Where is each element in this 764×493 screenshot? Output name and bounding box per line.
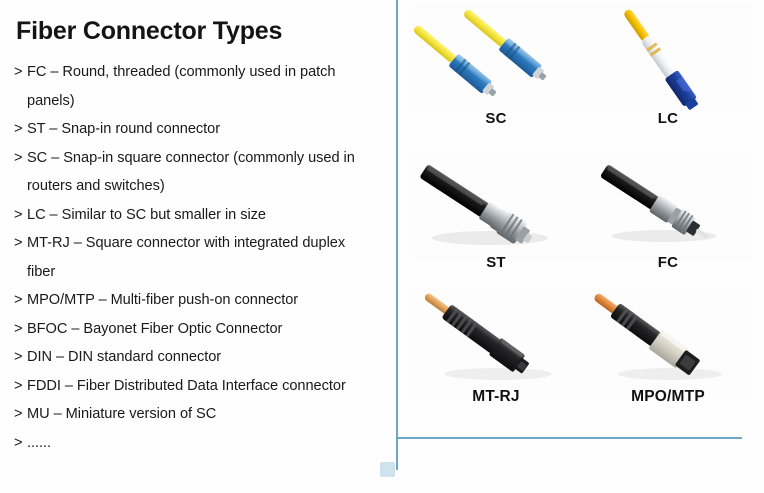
- connector-label: LC: [657, 110, 679, 127]
- decorative-square: [380, 462, 395, 477]
- list-item: > DIN – DIN standard connector: [14, 343, 376, 372]
- mtrj-connector-photo: [410, 288, 582, 400]
- bullet-marker-icon: >: [14, 292, 23, 308]
- decorative-horizontal-rule: [397, 437, 742, 439]
- list-item-label: FC – Round, threaded (commonly used in p…: [27, 64, 336, 109]
- bullet-marker-icon: >: [14, 434, 23, 451]
- list-item: > BFOC – Bayonet Fiber Optic Connector: [14, 315, 376, 344]
- connector-label: MT-RJ: [472, 388, 520, 405]
- list-item: > ......: [14, 429, 376, 458]
- bullet-marker-icon: >: [14, 320, 23, 337]
- bullet-marker-icon: >: [14, 235, 23, 251]
- connector-image-panel: SC: [380, 0, 764, 493]
- connector-cell-mpo: MPO/MTP: [582, 288, 754, 434]
- connector-cell-st: ST: [410, 150, 582, 296]
- list-item: > MT-RJ – Square connector with integrat…: [14, 229, 376, 286]
- fc-connector-photo: [582, 150, 754, 262]
- list-item: > SC – Snap-in square connector (commonl…: [14, 144, 376, 201]
- connector-cell-lc: LC: [582, 2, 754, 148]
- list-item-label: LC – Similar to SC but smaller in size: [27, 206, 266, 223]
- bullet-marker-icon: >: [14, 121, 23, 137]
- connector-label: ST: [486, 254, 506, 271]
- lc-connector-photo: [582, 2, 754, 114]
- connector-cell-fc: FC: [582, 150, 754, 296]
- connector-cell-sc: SC: [410, 2, 582, 148]
- list-item-label: ST – Snap-in round connector: [27, 121, 221, 137]
- list-item-label: MPO/MTP – Multi-fiber push-on connector: [27, 292, 299, 308]
- list-item-label: BFOC – Bayonet Fiber Optic Connector: [27, 320, 283, 337]
- connector-grid: SC: [402, 0, 760, 437]
- connector-cell-mtrj: MT-RJ: [410, 288, 582, 434]
- bullet-marker-icon: >: [14, 64, 23, 80]
- list-item: > MPO/MTP – Multi-fiber push-on connecto…: [14, 286, 376, 315]
- list-item-label: FDDI – Fiber Distributed Data Interface …: [27, 377, 346, 394]
- mpo-connector-photo: [582, 288, 754, 400]
- list-item-label: MU – Miniature version of SC: [27, 406, 217, 422]
- bullet-marker-icon: >: [14, 377, 23, 394]
- connector-bullet-list: > FC – Round, threaded (commonly used in…: [14, 58, 376, 457]
- list-item-label: SC – Snap-in square connector (commonly …: [27, 149, 355, 195]
- bullet-marker-icon: >: [14, 349, 23, 365]
- page-title: Fiber Connector Types: [16, 17, 283, 45]
- connector-label: SC: [485, 110, 507, 127]
- decorative-vertical-rule: [396, 0, 398, 470]
- text-column: Fiber Connector Types > FC – Round, thre…: [14, 17, 376, 457]
- connector-label: MPO/MTP: [631, 388, 705, 405]
- bullet-marker-icon: >: [14, 406, 23, 422]
- list-item: > ST – Snap-in round connector: [14, 115, 376, 144]
- connector-label: FC: [657, 254, 679, 271]
- list-item-label: ......: [27, 434, 52, 451]
- list-item-label: MT-RJ – Square connector with integrated…: [27, 235, 346, 280]
- list-item-label: DIN – DIN standard connector: [27, 349, 222, 365]
- sc-connector-photo: [410, 2, 582, 114]
- list-item: > LC – Similar to SC but smaller in size: [14, 201, 376, 230]
- list-item: > MU – Miniature version of SC: [14, 400, 376, 429]
- list-item: > FDDI – Fiber Distributed Data Interfac…: [14, 372, 376, 401]
- st-connector-photo: [410, 150, 582, 262]
- bullet-marker-icon: >: [14, 206, 23, 223]
- bullet-marker-icon: >: [14, 149, 23, 166]
- list-item: > FC – Round, threaded (commonly used in…: [14, 58, 376, 115]
